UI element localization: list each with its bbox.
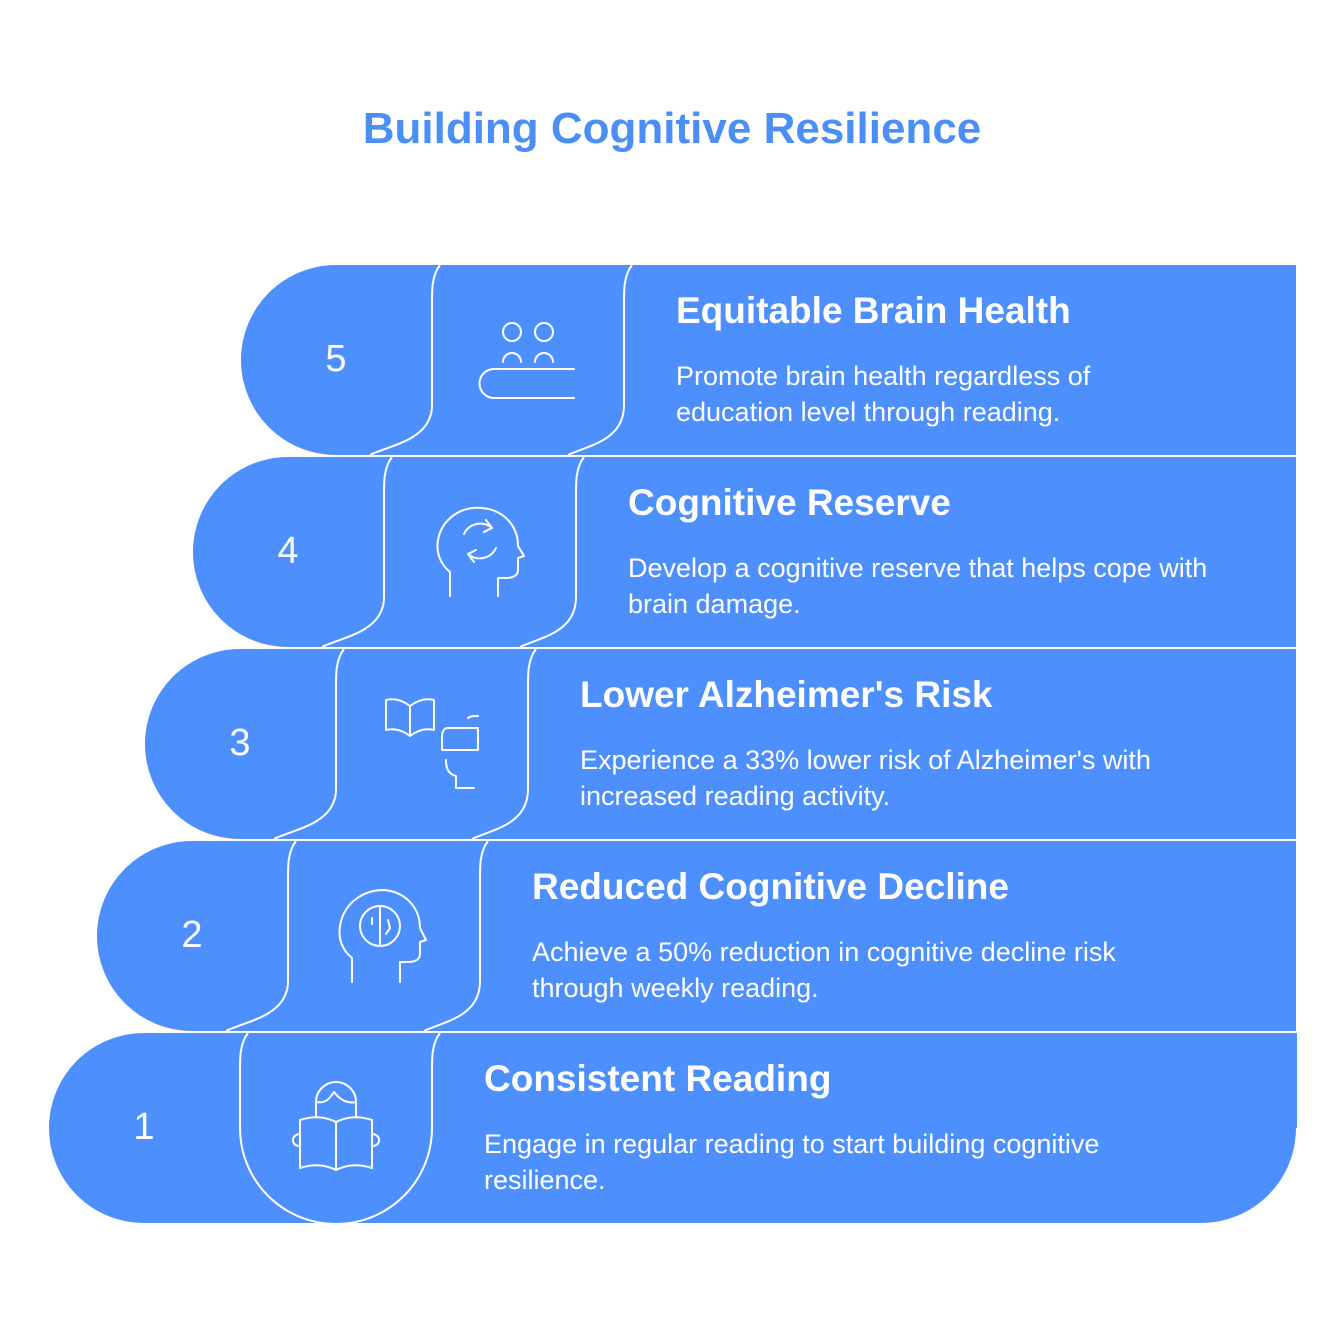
step-4-description: Develop a cognitive reserve that helps c…	[628, 553, 1208, 619]
step-1-title: Consistent Reading	[484, 1058, 832, 1099]
book-head-icon	[385, 698, 479, 789]
step-2-shape	[97, 840, 1296, 1032]
step-1-text: Consistent Reading Engage in regular rea…	[484, 1058, 1184, 1198]
step-5-description: Promote brain health regardless of educa…	[676, 361, 1091, 427]
step-3-description: Experience a 33% lower risk of Alzheimer…	[580, 745, 1151, 811]
step-2-text: Reduced Cognitive Decline Achieve a 50% …	[532, 866, 1192, 1006]
step-2-description: Achieve a 50% reduction in cognitive dec…	[532, 937, 1116, 1003]
step-5-title: Equitable Brain Health	[676, 290, 1071, 331]
step-4-shape	[193, 456, 1296, 648]
step-3-shape	[145, 648, 1296, 840]
equality-people-icon	[478, 322, 575, 399]
step-5-number: 5	[325, 338, 347, 380]
person-reading-icon	[292, 1081, 380, 1171]
step-1-description: Engage in regular reading to start build…	[484, 1129, 1100, 1195]
step-3-text: Lower Alzheimer's Risk Experience a 33% …	[580, 674, 1230, 814]
step-4-text: Cognitive Reserve Develop a cognitive re…	[628, 482, 1228, 622]
step-1-number: 1	[133, 1106, 155, 1148]
step-3-title: Lower Alzheimer's Risk	[580, 674, 993, 715]
step-5-shape	[241, 264, 1296, 456]
step-2-number: 2	[181, 914, 203, 956]
step-5-text: Equitable Brain Health Promote brain hea…	[676, 290, 1196, 430]
step-4-number: 4	[277, 530, 299, 572]
head-cycle-icon	[436, 506, 525, 597]
step-2-title: Reduced Cognitive Decline	[532, 866, 1009, 907]
page-title: Building Cognitive Resilience	[362, 104, 982, 153]
step-3-number: 3	[229, 722, 251, 764]
step-4-title: Cognitive Reserve	[628, 482, 951, 523]
head-brain-icon	[338, 889, 427, 983]
